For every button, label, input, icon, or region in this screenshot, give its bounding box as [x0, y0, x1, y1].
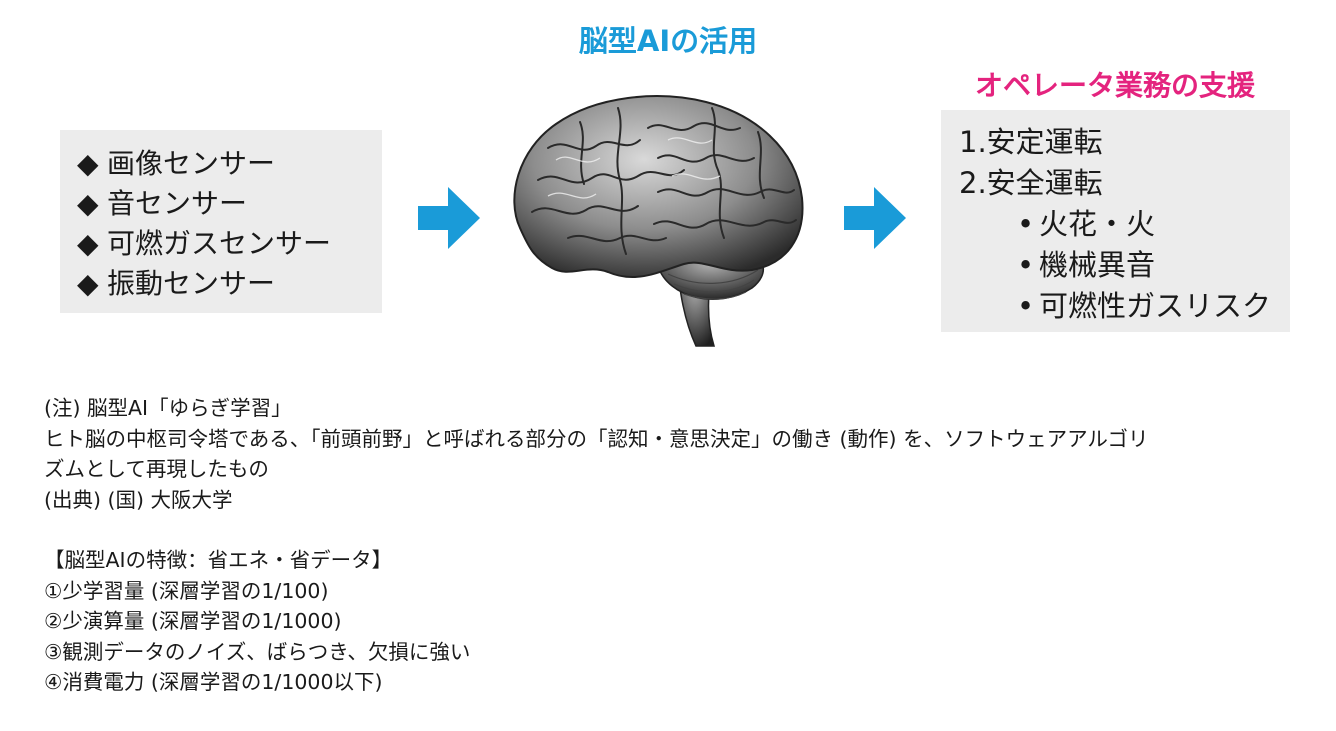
diamond-icon: ◆	[77, 267, 99, 300]
diamond-icon: ◆	[77, 227, 99, 260]
sensor-label: 可燃ガスセンサー	[107, 227, 332, 260]
sensor-item: ◆音センサー	[77, 184, 382, 224]
support-subitem: •可燃性ガスリスク	[959, 286, 1290, 327]
diamond-icon: ◆	[77, 147, 99, 180]
notes-section: (注) 脳型AI「ゆらぎ学習」 ヒト脳の中枢司令塔である、「前頭前野」と呼ばれる…	[44, 393, 1314, 698]
feature-item: ①少学習量 (深層学習の1/100)	[44, 578, 329, 603]
bullet-icon: •	[1017, 248, 1035, 282]
support-subitem-label: 火花・火	[1039, 207, 1156, 241]
diagram-title: 脳型AIの活用	[578, 24, 758, 58]
note-line: (出典) (国) 大阪大学	[44, 487, 233, 512]
feature-item: ②少演算量 (深層学習の1/1000)	[44, 609, 342, 633]
sensor-label: 画像センサー	[107, 147, 276, 180]
sensor-label: 音センサー	[107, 187, 248, 220]
bullet-icon: •	[1017, 289, 1035, 323]
support-subitem: •火花・火	[959, 204, 1290, 245]
sensor-item: ◆可燃ガスセンサー	[77, 224, 382, 264]
spacer	[44, 515, 1314, 545]
diamond-icon: ◆	[77, 187, 99, 220]
sensor-list: ◆画像センサー ◆音センサー ◆可燃ガスセンサー ◆振動センサー	[77, 144, 382, 304]
brain-icon	[513, 95, 804, 347]
bullet-icon: •	[1017, 207, 1035, 241]
support-heading: オペレータ業務の支援	[974, 69, 1255, 102]
note-line: (注) 脳型AI「ゆらぎ学習」	[44, 396, 292, 420]
support-subitem-label: 可燃性ガスリスク	[1039, 289, 1272, 323]
note-line: ズムとして再現したもの	[44, 457, 269, 481]
feature-item: ③観測データのノイズ、ばらつき、欠損に強い	[44, 639, 471, 664]
support-item: 1.安定運転	[959, 125, 1103, 159]
sensor-label: 振動センサー	[107, 267, 276, 300]
note-line: ヒト脳の中枢司令塔である、「前頭前野」と呼ばれる部分の「認知・意思決定」の働き …	[44, 426, 1149, 451]
sensor-item: ◆画像センサー	[77, 144, 382, 184]
sensor-item: ◆振動センサー	[77, 264, 382, 304]
support-item: 2.安全運転	[959, 166, 1103, 200]
right-arrow-icon	[418, 187, 480, 249]
support-subitem: •機械異音	[959, 245, 1290, 286]
features-heading: 【脳型AIの特徴：省エネ・省データ】	[44, 548, 393, 572]
support-box: 1.安定運転 2.安全運転 •火花・火 •機械異音 •可燃性ガスリスク	[941, 110, 1290, 332]
right-arrow-icon	[844, 187, 906, 249]
feature-item: ④消費電力 (深層学習の1/1000以下)	[44, 670, 383, 694]
sensor-box: ◆画像センサー ◆音センサー ◆可燃ガスセンサー ◆振動センサー	[60, 130, 382, 313]
support-subitem-label: 機械異音	[1039, 248, 1156, 282]
